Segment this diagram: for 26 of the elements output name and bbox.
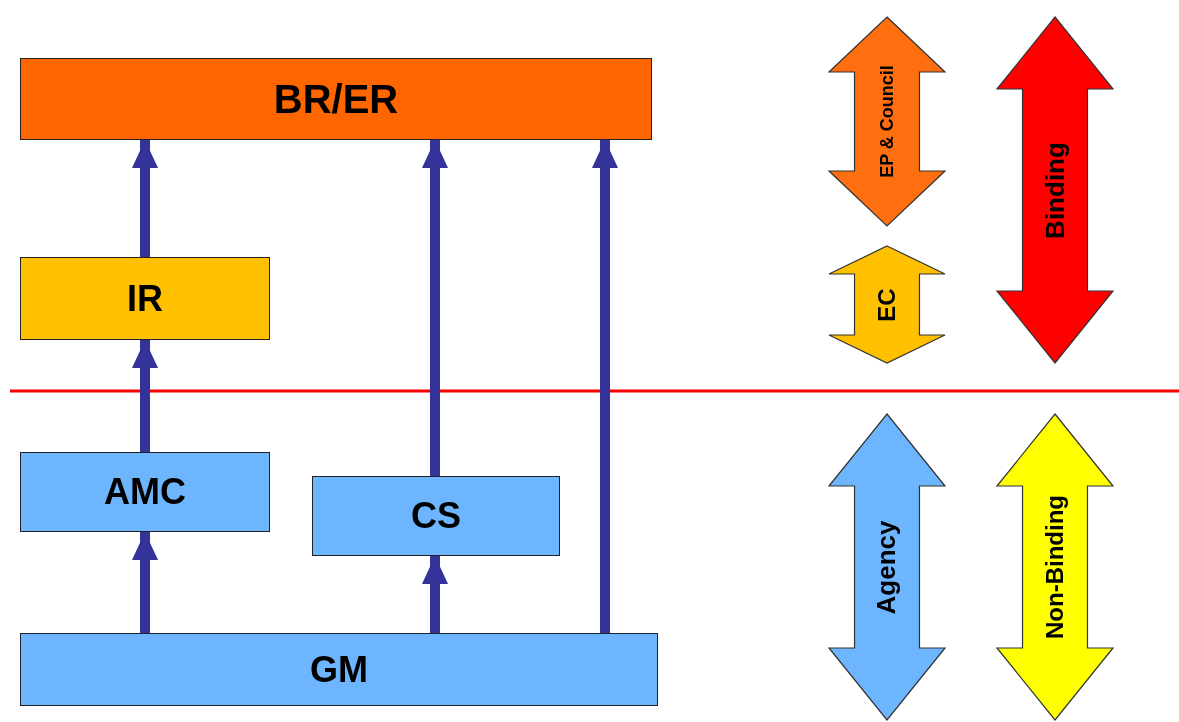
node-label: EP & Council bbox=[876, 65, 898, 178]
node-label: Agency bbox=[871, 520, 903, 614]
node-label: Binding bbox=[1039, 141, 1071, 239]
arrow bbox=[132, 532, 158, 633]
node-label: Non-Binding bbox=[1041, 495, 1069, 639]
double-arrow bbox=[829, 17, 945, 226]
node-label: IR bbox=[127, 277, 163, 320]
node-label: BR/ER bbox=[273, 76, 399, 122]
node-label: CS bbox=[411, 495, 461, 537]
arrow bbox=[422, 556, 448, 633]
node-label: EC bbox=[873, 287, 901, 322]
process-box bbox=[20, 58, 652, 140]
node-label: AMC bbox=[104, 471, 186, 513]
double-arrow bbox=[829, 414, 945, 720]
node-label: GM bbox=[310, 648, 368, 691]
process-box bbox=[20, 633, 658, 706]
process-box bbox=[312, 476, 560, 556]
process-box bbox=[20, 452, 270, 532]
arrow bbox=[422, 140, 448, 476]
arrow bbox=[592, 140, 618, 633]
double-arrow bbox=[829, 246, 945, 363]
process-box bbox=[20, 257, 270, 340]
arrow bbox=[132, 140, 158, 257]
double-arrow bbox=[997, 17, 1113, 363]
arrow bbox=[132, 340, 158, 452]
double-arrow bbox=[997, 414, 1113, 720]
